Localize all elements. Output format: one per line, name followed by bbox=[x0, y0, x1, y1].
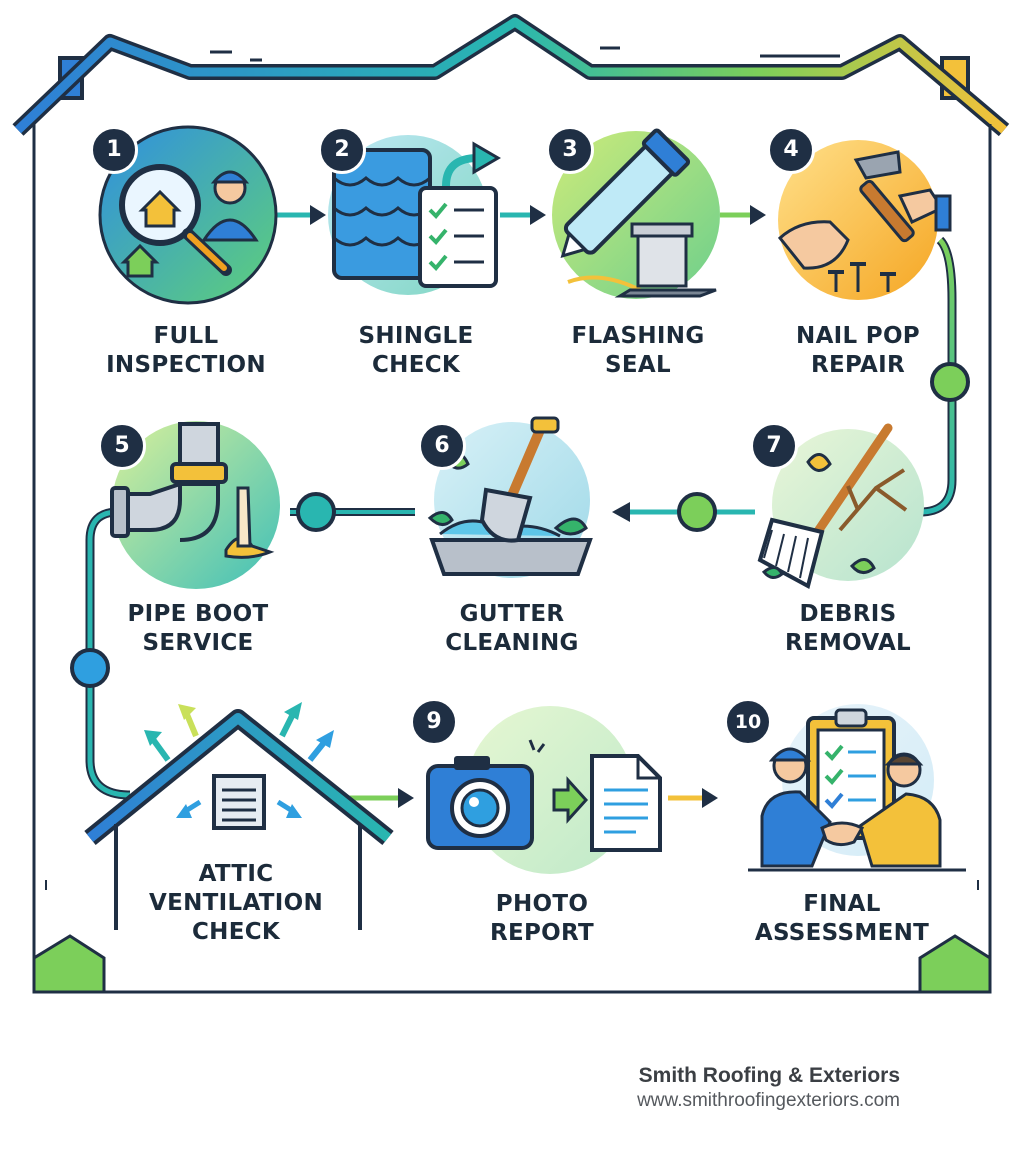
step-label-line: SERVICE bbox=[142, 630, 254, 656]
step-badge-2: 2 bbox=[318, 126, 366, 174]
step-label-final-assessment: FINAL ASSESSMENT bbox=[722, 890, 962, 948]
step-label-line: SEAL bbox=[605, 352, 671, 378]
house-frame bbox=[12, 14, 1010, 994]
step-badge-10: 10 bbox=[724, 698, 772, 746]
step-4-nail-pop-repair-illustration bbox=[777, 140, 952, 300]
step-label-gutter-cleaning: GUTTER CLEANING bbox=[392, 600, 632, 658]
step-label-line: NAIL POP bbox=[796, 323, 920, 349]
brand-name: Smith Roofing & Exteriors bbox=[638, 1064, 900, 1087]
step-label-line: FINAL bbox=[803, 891, 881, 917]
step-label-line: CHECK bbox=[371, 352, 461, 378]
step-label-line: GUTTER bbox=[459, 601, 565, 627]
step-1-full-inspection-illustration bbox=[98, 125, 278, 305]
step-7-debris-removal-illustration bbox=[757, 423, 924, 589]
step-badge-1: 1 bbox=[90, 126, 138, 174]
step-label-flashing-seal: FLASHING SEAL bbox=[518, 322, 758, 380]
step-label-line: PIPE BOOT bbox=[127, 601, 269, 627]
step-label-line: REPORT bbox=[490, 920, 594, 946]
step-2-shingle-check-illustration bbox=[328, 135, 501, 295]
brand-block: Smith Roofing & Exteriors www.smithroofi… bbox=[637, 1064, 900, 1112]
step-label-line: SHINGLE bbox=[358, 323, 474, 349]
step-label-line: CHECK bbox=[191, 919, 281, 945]
step-label-shingle-check: SHINGLE CHECK bbox=[296, 322, 536, 380]
step-label-line: PHOTO bbox=[495, 891, 589, 917]
step-10-final-assessment-illustration bbox=[748, 704, 966, 872]
step-label-line: CLEANING bbox=[445, 630, 579, 656]
step-8-attic-ventilation-illustration bbox=[84, 702, 394, 930]
step-badge-5: 5 bbox=[98, 422, 146, 470]
step-badge-7: 7 bbox=[750, 422, 798, 470]
flow-connectors bbox=[70, 205, 970, 808]
step-9-photo-report-illustration bbox=[426, 706, 662, 874]
step-label-full-inspection: FULL INSPECTION bbox=[66, 322, 306, 380]
step-label-line: ASSESSMENT bbox=[754, 920, 930, 946]
step-label-line: FULL bbox=[153, 323, 219, 349]
step-label-pipe-boot-service: PIPE BOOT SERVICE bbox=[78, 600, 318, 658]
step-badge-3: 3 bbox=[546, 126, 594, 174]
step-6-gutter-cleaning-illustration bbox=[427, 416, 593, 578]
step-badge-6: 6 bbox=[418, 422, 466, 470]
step-label-nail-pop-repair: NAIL POP REPAIR bbox=[738, 322, 978, 380]
step-label-line: REMOVAL bbox=[784, 630, 912, 656]
step-label-line: VENTILATION bbox=[148, 890, 324, 916]
step-5-pipe-boot-service-illustration bbox=[110, 421, 280, 589]
step-label-attic-ventilation-check: ATTIC VENTILATION CHECK bbox=[116, 860, 356, 947]
step-badge-9: 9 bbox=[410, 698, 458, 746]
step-label-photo-report: PHOTO REPORT bbox=[422, 890, 662, 948]
step-label-line: REPAIR bbox=[810, 352, 906, 378]
step-label-line: FLASHING bbox=[571, 323, 705, 349]
step-label-line: DEBRIS bbox=[799, 601, 897, 627]
step-label-debris-removal: DEBRIS REMOVAL bbox=[728, 600, 968, 658]
brand-url: www.smithroofingexteriors.com bbox=[637, 1090, 900, 1111]
step-3-flashing-seal-illustration bbox=[552, 128, 720, 299]
step-label-line: INSPECTION bbox=[106, 352, 266, 378]
step-label-line: ATTIC bbox=[198, 861, 274, 887]
step-badge-4: 4 bbox=[767, 126, 815, 174]
